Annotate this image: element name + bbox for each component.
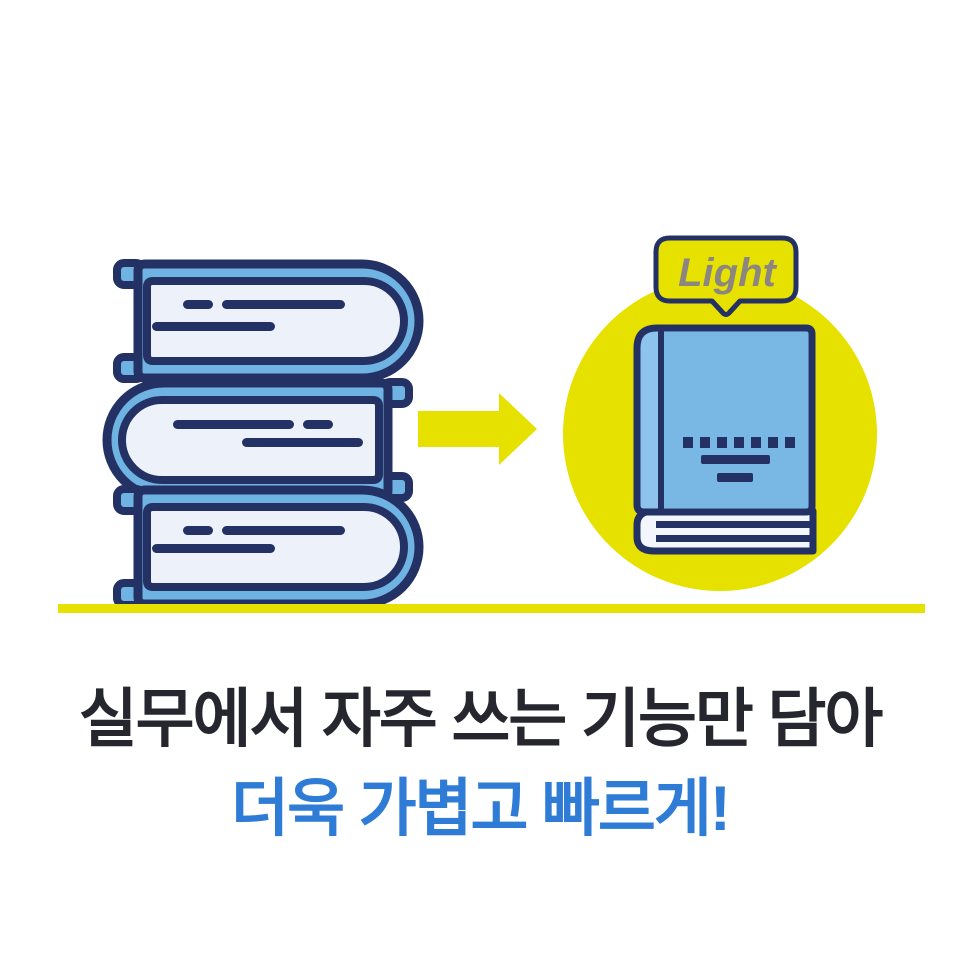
book-top	[117, 263, 419, 379]
cover-text-marks	[683, 437, 795, 482]
speech-bubble: Light	[653, 235, 799, 317]
book-icon	[633, 324, 817, 555]
book-pages	[633, 507, 817, 555]
headline-line-2: 더욱 가볍고 빠르게!	[231, 774, 731, 844]
speech-bubble-label: Light	[678, 251, 777, 295]
book-stack-icon	[107, 263, 419, 605]
illustration: Light	[58, 235, 925, 613]
headline-line-1: 실무에서 자주 쓰는 기능만 담아	[78, 683, 884, 755]
divider-line	[58, 604, 925, 613]
arrow-right-icon	[418, 393, 537, 465]
book-title-marks	[152, 300, 363, 553]
